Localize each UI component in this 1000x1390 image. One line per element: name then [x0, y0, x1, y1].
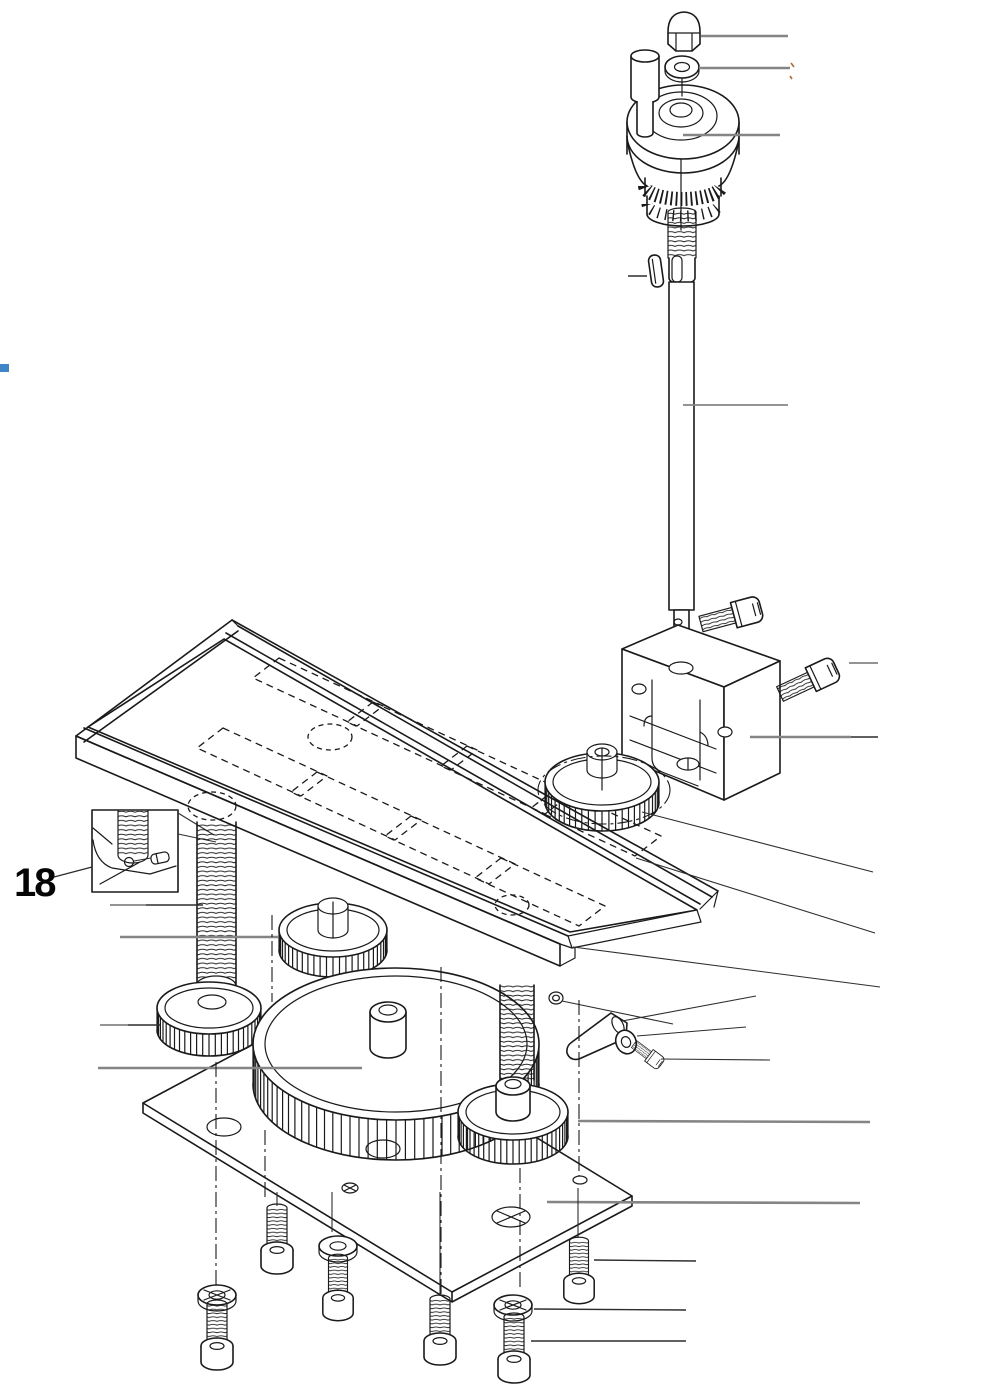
handwheel-dial — [626, 84, 740, 231]
pin-screw — [629, 1037, 666, 1071]
pin-leader — [621, 995, 757, 1022]
cross-table — [75, 619, 719, 1025]
detail-inset — [91, 809, 217, 893]
leadscrew-upper-stud — [667, 207, 697, 285]
table-near-rim — [75, 727, 569, 945]
gear-main — [252, 967, 540, 1161]
speck — [789, 62, 795, 80]
gear-upper-right — [537, 743, 671, 832]
woodruff-key — [647, 254, 665, 288]
plate-small-hole-cross — [341, 1182, 359, 1194]
tslot-hole-circle — [187, 791, 237, 821]
leadscrew-right — [499, 984, 535, 1081]
pin-screw-leader — [660, 1058, 771, 1061]
block-cap-screw-upper — [696, 594, 766, 638]
table-edge-set-screw — [548, 991, 674, 1025]
table-top-face — [87, 638, 698, 933]
gear-pitch-circle — [537, 755, 671, 825]
table-leader-diag — [635, 857, 876, 934]
knurled-collar — [638, 177, 728, 206]
plate-washer-cross — [197, 1284, 237, 1312]
centerlines — [215, 915, 580, 1296]
plate-screw — [260, 1203, 294, 1275]
top-washer — [664, 55, 700, 97]
tslot-hole-circle — [307, 723, 353, 751]
keyway-slot — [671, 255, 683, 283]
plate-hole-cross — [491, 1206, 531, 1228]
pin-washer — [614, 1029, 638, 1055]
tslot-hole-circle — [494, 894, 530, 916]
plate-screw — [563, 1236, 595, 1305]
label-18: 18 — [14, 861, 56, 905]
table-left-end — [75, 619, 239, 743]
mounting-block — [621, 618, 781, 801]
plate-screw — [497, 1312, 531, 1384]
label-18-leader — [53, 866, 93, 878]
block-cap-screw-lower — [773, 655, 843, 707]
blue-edge-mark — [0, 364, 9, 372]
graduated-dial — [641, 195, 725, 227]
plate-screw — [200, 1299, 234, 1371]
block-top-hole — [668, 661, 694, 675]
plate-screw — [423, 1294, 457, 1366]
pin-washer-leader — [636, 1026, 747, 1037]
gear-under-table — [278, 897, 388, 978]
washer-leader — [533, 1308, 687, 1311]
plate-hole — [365, 1139, 401, 1159]
plate-small-hole — [572, 1175, 588, 1185]
plate-washer-cross — [493, 1294, 533, 1322]
gear-leader-diag — [641, 811, 874, 873]
gear-left — [156, 975, 262, 1057]
table-right-end — [567, 909, 702, 949]
base-plate-leader — [546, 1200, 861, 1205]
screw-leader — [593, 1259, 697, 1262]
acorn-nut — [667, 11, 701, 52]
table-far-rim — [225, 619, 719, 905]
gear-right-leader — [577, 1119, 871, 1124]
plate-screw — [322, 1253, 354, 1322]
gear-right — [457, 1076, 569, 1165]
crank-handle — [630, 49, 660, 138]
plate-hole — [206, 1117, 242, 1137]
leadscrew-left — [196, 821, 237, 987]
rim-leader-diag — [572, 946, 881, 988]
